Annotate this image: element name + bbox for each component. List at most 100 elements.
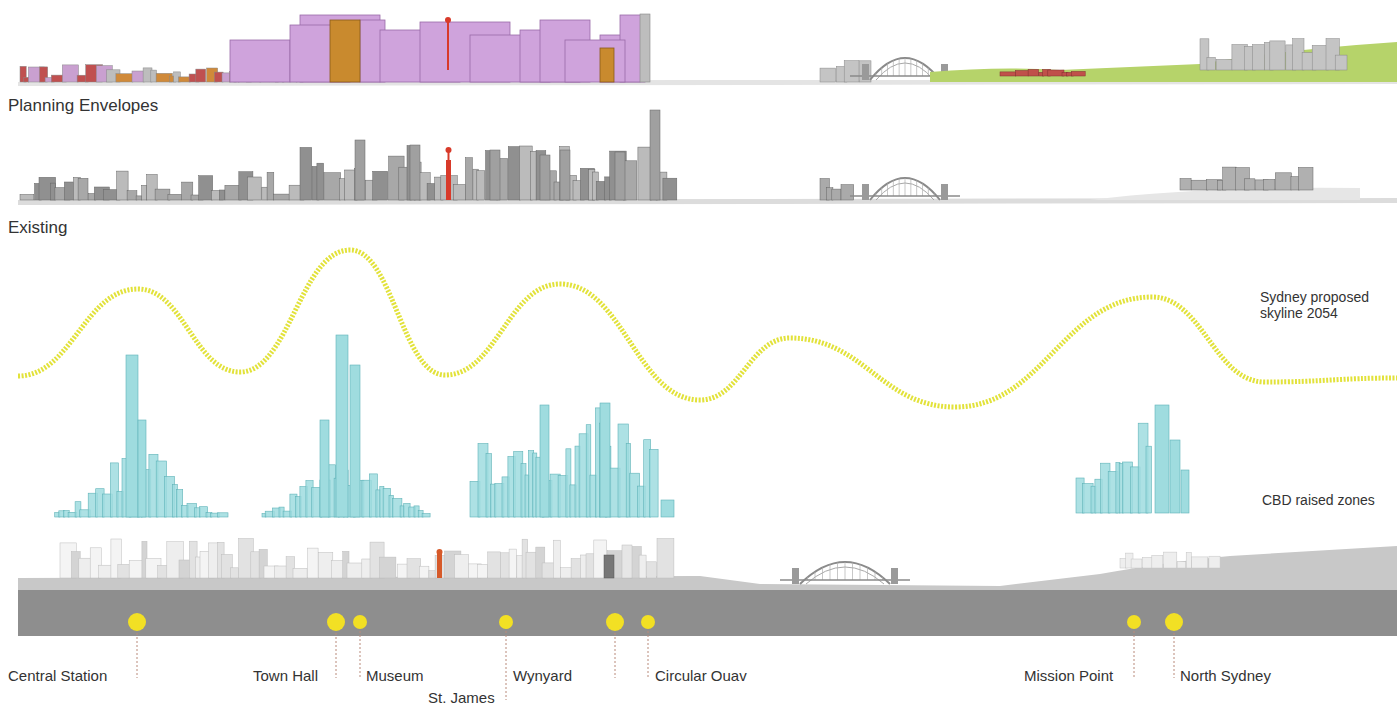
station-dot — [1127, 615, 1141, 629]
harbour-bridge — [875, 572, 876, 580]
building — [1253, 45, 1265, 70]
station-name: Town Hall — [253, 667, 318, 684]
building — [1335, 55, 1347, 70]
building — [647, 562, 657, 578]
building — [1207, 57, 1215, 70]
station-name: Museum — [366, 667, 424, 684]
curve-label: Sydney proposed skyline 2054 — [1260, 289, 1390, 321]
building — [231, 568, 239, 578]
terrain — [18, 546, 1397, 590]
raised-tower — [1146, 446, 1152, 513]
building — [318, 552, 332, 578]
building — [219, 190, 225, 200]
building — [158, 565, 168, 578]
harbour-bridge — [887, 64, 888, 77]
raised-tower — [422, 514, 430, 517]
harbour-bridge — [905, 58, 906, 76]
harbour-bridge — [815, 572, 816, 580]
building — [1177, 562, 1186, 568]
building — [623, 161, 637, 200]
building — [293, 568, 307, 578]
building — [657, 539, 674, 579]
building — [477, 564, 487, 578]
building — [610, 151, 627, 200]
building — [1143, 557, 1153, 568]
raised-tower — [649, 449, 658, 517]
building — [136, 196, 142, 200]
building — [571, 559, 582, 578]
building — [1186, 552, 1191, 568]
building — [841, 185, 854, 200]
building — [339, 179, 345, 200]
harbour-bridge — [862, 64, 869, 80]
building — [553, 540, 560, 578]
building — [488, 552, 501, 578]
station-name: Central Station — [8, 667, 107, 684]
building — [1216, 59, 1232, 70]
building — [844, 61, 859, 82]
harbour-bridge — [822, 568, 823, 581]
tower — [410, 145, 420, 200]
building — [127, 191, 137, 200]
building — [273, 194, 289, 200]
tower — [604, 555, 614, 578]
building — [638, 147, 652, 200]
harbour-bridge — [916, 60, 917, 76]
building — [531, 151, 537, 200]
building — [379, 557, 396, 578]
harbour-bridge — [852, 563, 853, 580]
leader-line — [360, 631, 361, 678]
building — [78, 178, 88, 200]
building — [1298, 167, 1313, 190]
harbour-bridge — [905, 178, 906, 196]
building — [1223, 167, 1237, 190]
harbour-bridge — [899, 59, 900, 76]
building — [64, 182, 73, 200]
building — [509, 549, 516, 578]
building — [1164, 552, 1177, 568]
raised-tower — [350, 365, 360, 517]
building — [300, 147, 312, 200]
panel-title: Planning Envelopes — [8, 96, 158, 116]
sydney-tower — [446, 147, 452, 153]
proposed-skyline-curve — [18, 250, 1397, 407]
building — [1264, 179, 1275, 190]
harbour-bridge — [891, 568, 898, 584]
zone-label: CBD raised zones — [1262, 492, 1375, 508]
envelope-block — [565, 40, 625, 82]
building — [1275, 173, 1291, 190]
building — [317, 163, 324, 200]
envelope-block — [330, 20, 360, 82]
building — [1152, 555, 1163, 568]
building — [1191, 180, 1208, 190]
harbour-bridge — [860, 564, 861, 580]
building — [820, 68, 836, 82]
envelope-block — [132, 71, 144, 82]
envelope-block — [151, 70, 157, 82]
envelope-block — [1016, 71, 1029, 77]
harbour-bridge — [792, 568, 799, 584]
building — [560, 147, 570, 201]
envelope-block — [222, 73, 230, 82]
leader-line — [506, 631, 507, 700]
envelope-block — [230, 40, 290, 82]
harbour-bridge — [867, 568, 868, 581]
harbour-bridge — [941, 184, 948, 200]
building — [1245, 179, 1255, 190]
station-dot — [499, 615, 513, 629]
building — [465, 158, 472, 200]
harbour-bridge — [928, 188, 929, 196]
leader-line — [648, 631, 649, 678]
building — [117, 171, 129, 200]
building — [267, 172, 274, 200]
existing-skyline-strip — [18, 110, 1397, 205]
building — [508, 147, 520, 200]
building — [526, 552, 537, 578]
tower — [622, 545, 632, 578]
building — [199, 176, 213, 200]
station-dot — [327, 613, 345, 631]
raised-zones — [55, 335, 1189, 517]
harbour-bridge — [910, 179, 911, 196]
